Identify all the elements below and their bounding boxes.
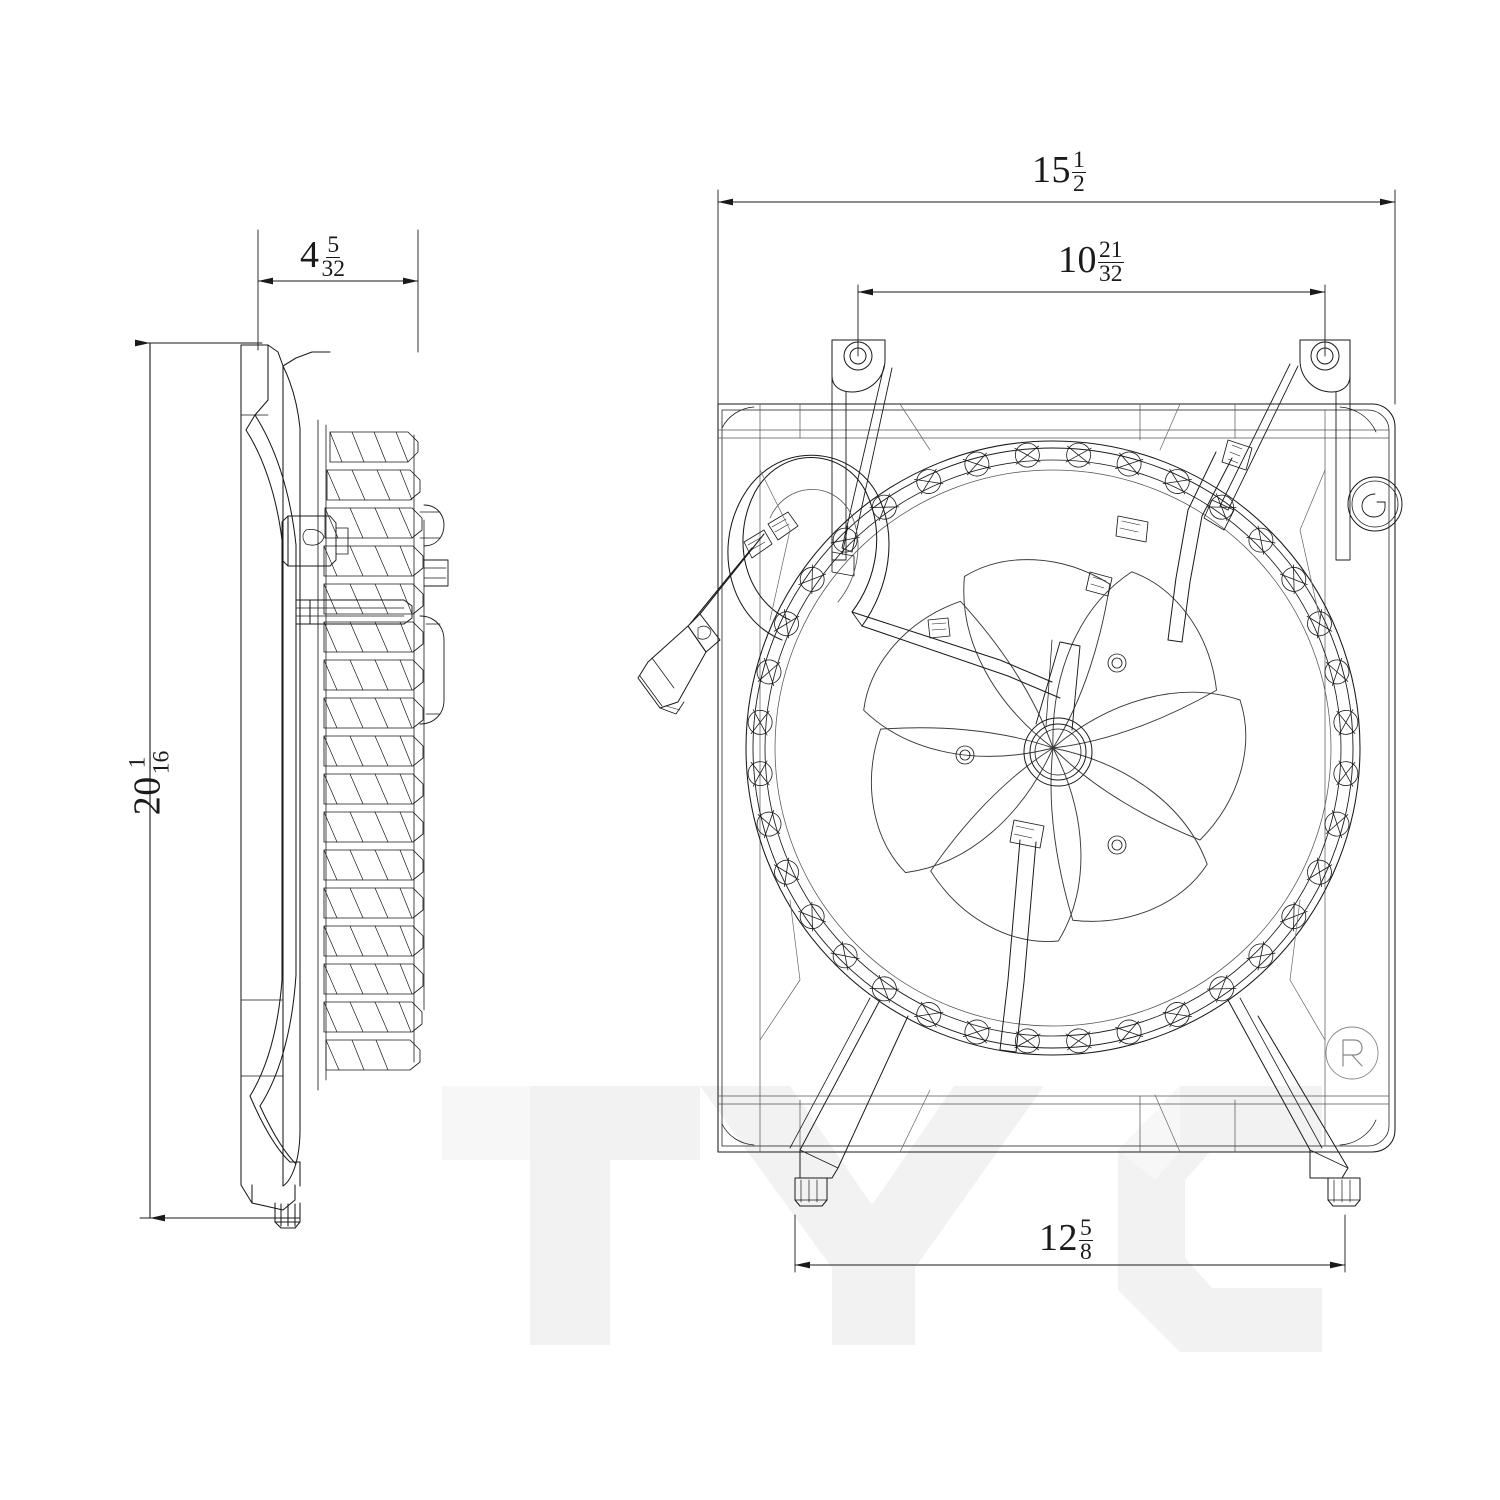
dimension-depth-whole: 4 xyxy=(300,234,320,276)
dimension-depth-denominator: 32 xyxy=(321,256,346,283)
motor-screw-bosses xyxy=(955,653,1127,855)
dimension-mount-hole-span-denominator: 32 xyxy=(1099,261,1123,288)
upper-mount-bracket-right xyxy=(1203,339,1351,561)
dimension-mount-hole-span-whole: 10 xyxy=(1058,239,1097,281)
dimension-depth-numerator: 5 xyxy=(326,232,341,259)
electrical-connector xyxy=(637,613,721,715)
registered-trademark-icon xyxy=(1325,1026,1379,1080)
dimension-foot-span-whole: 12 xyxy=(1039,1217,1078,1259)
upper-mount-bracket-left xyxy=(831,339,893,577)
dimension-overall-width-denominator: 2 xyxy=(1073,171,1085,198)
dimension-foot-span-denominator: 8 xyxy=(1080,1239,1092,1266)
dimension-height-denominator: 16 xyxy=(148,750,175,775)
lower-mount-feet xyxy=(789,997,1361,1207)
dimension-overall-width-numerator: 1 xyxy=(1072,147,1086,174)
ring-clip-pattern xyxy=(747,442,1359,1054)
grommet-detail xyxy=(1347,476,1403,532)
dimension-mount-hole-span-numerator: 21 xyxy=(1098,237,1124,264)
fan-blades xyxy=(863,559,1247,942)
side-profile-view xyxy=(240,344,449,1229)
shroud-support-ribs xyxy=(999,439,1253,1053)
wiring-harness xyxy=(689,454,1061,699)
dimension-height-numerator: 1 xyxy=(124,755,151,770)
dimension-overall-width-whole: 15 xyxy=(1032,149,1071,191)
fan-hub xyxy=(1023,717,1093,787)
dimension-height-whole: 20 xyxy=(126,776,169,816)
front-face-view xyxy=(637,339,1403,1207)
dimension-lines xyxy=(135,189,1396,1273)
dimension-foot-span-numerator: 5 xyxy=(1079,1215,1093,1242)
